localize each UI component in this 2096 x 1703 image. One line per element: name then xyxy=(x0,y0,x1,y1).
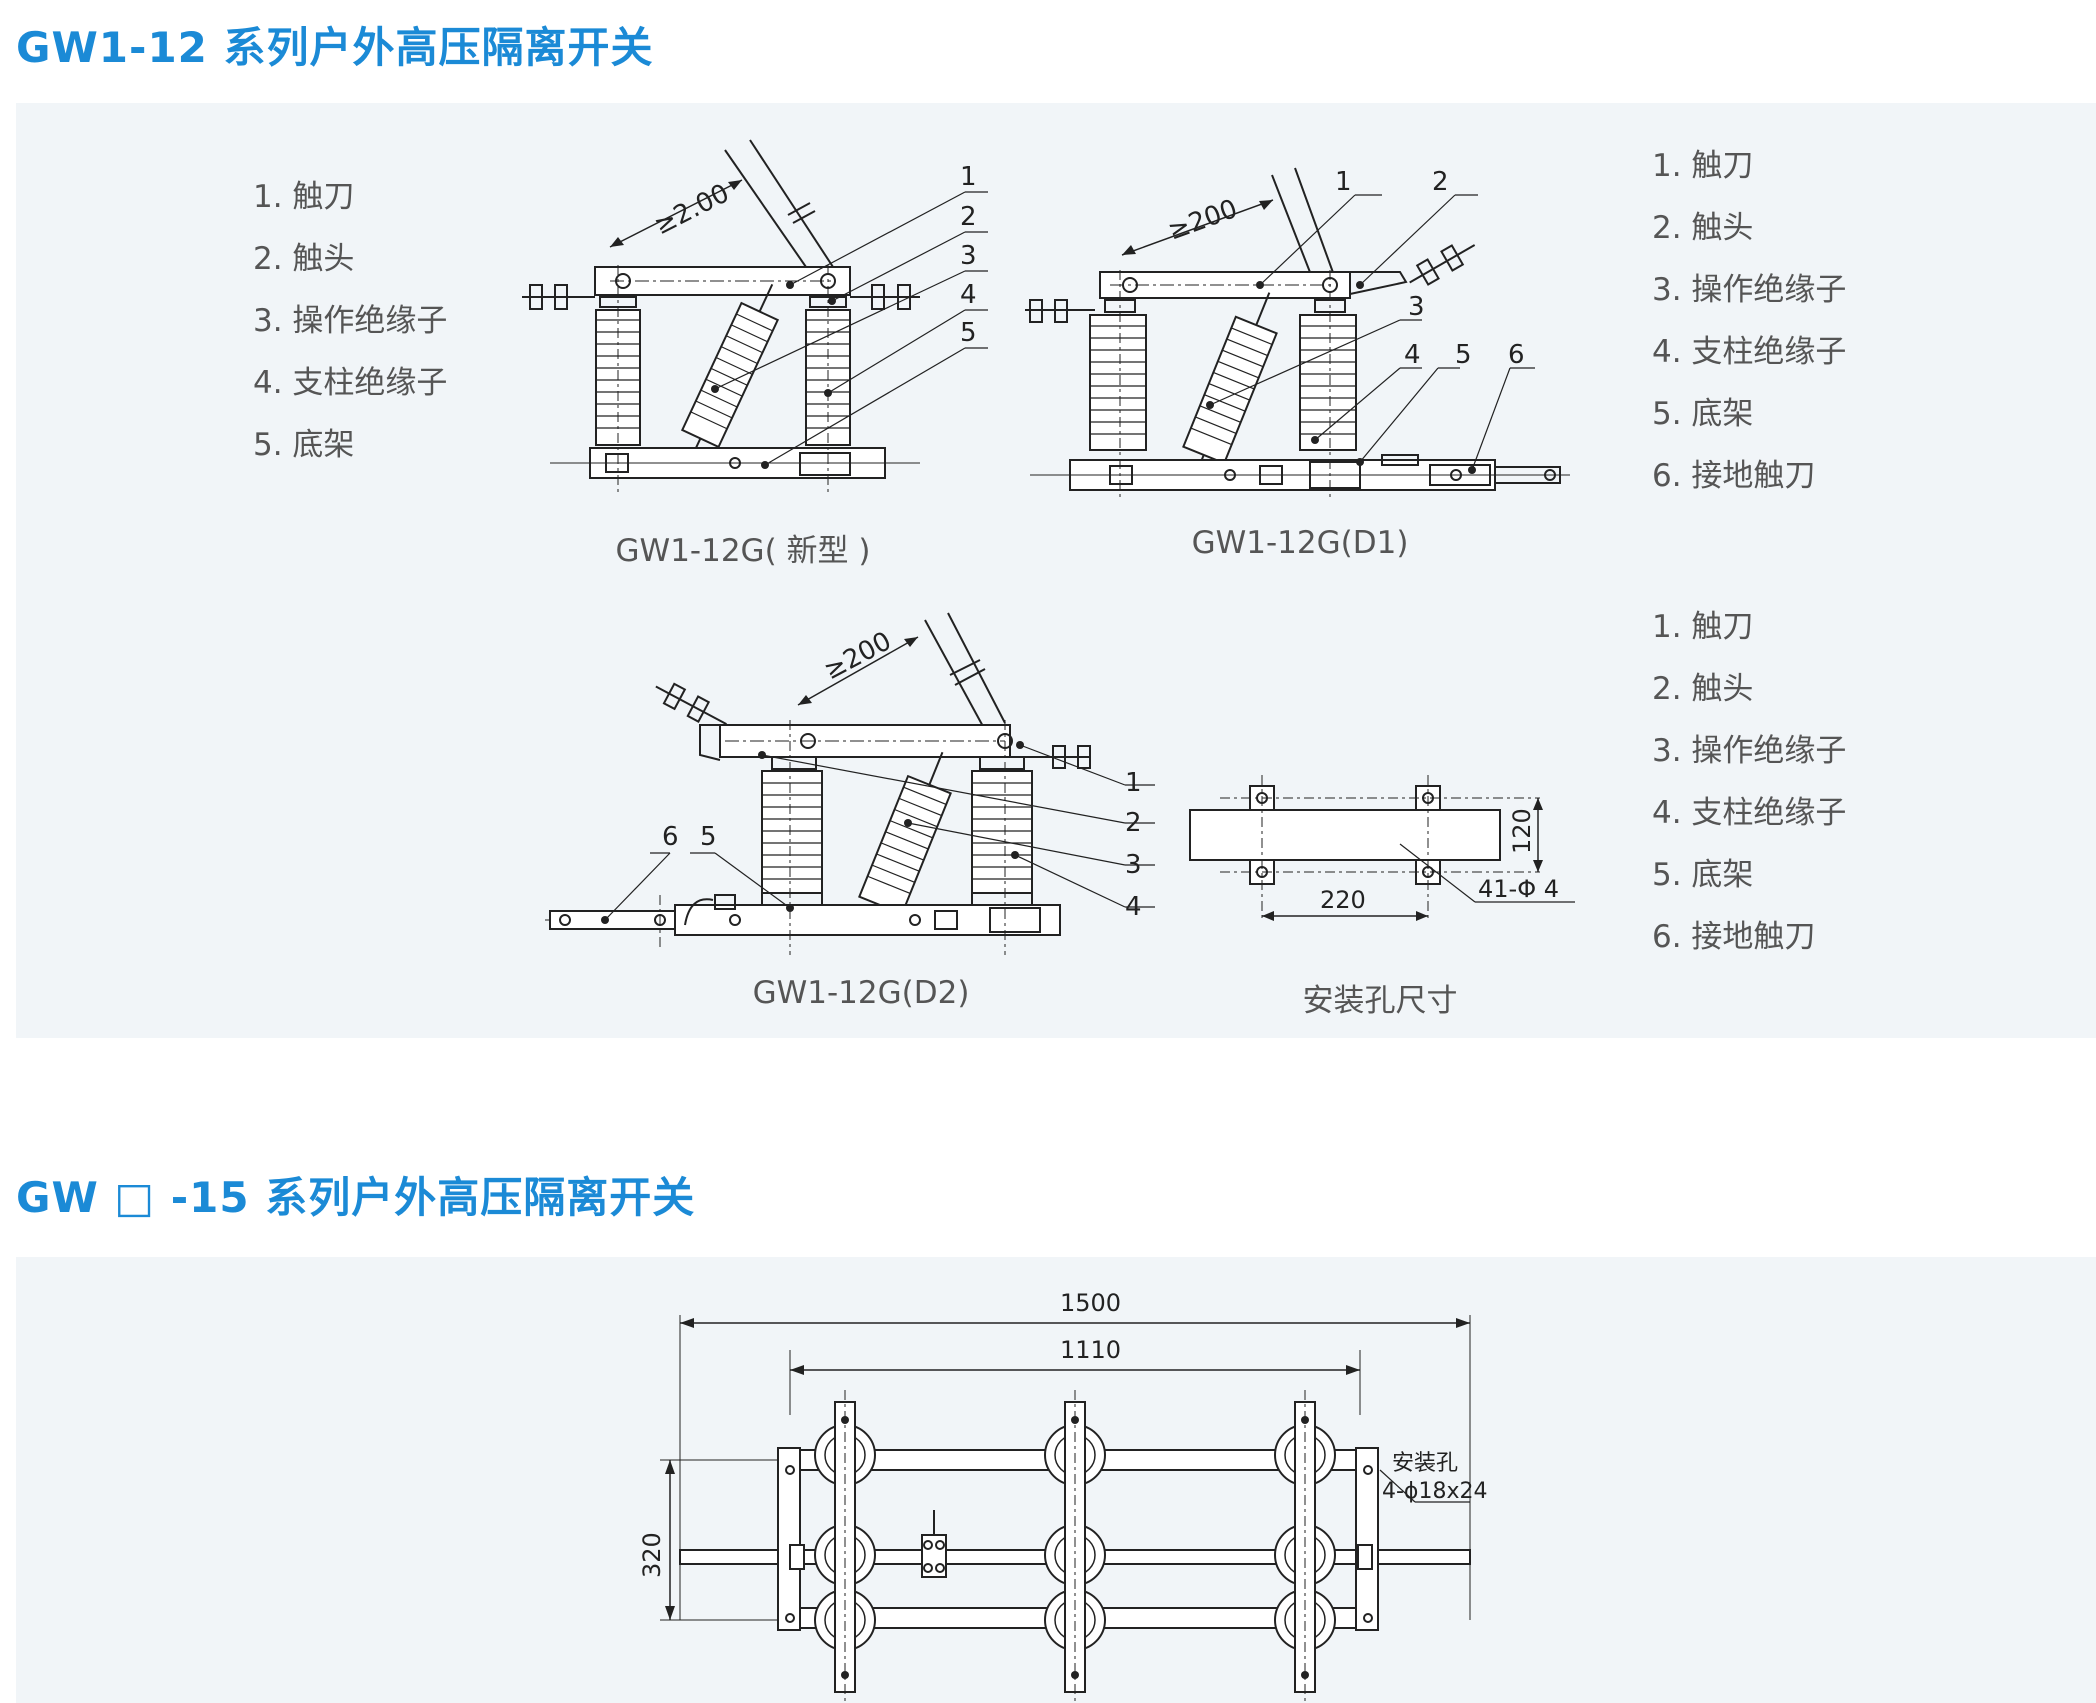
callout-number: 4 xyxy=(1125,892,1142,922)
list-item: 6. 接地触刀 xyxy=(1652,458,1816,494)
list-item: 3. 操作绝缘子 xyxy=(1652,272,1847,308)
section-title-gw-15: GW □ -15 系列户外高压隔离开关 xyxy=(16,1173,696,1222)
mounting-hole-drawing: 120 220 41-Φ 4 xyxy=(1189,775,1575,921)
callout-number: 3 xyxy=(1408,292,1425,322)
callout-number: 2 xyxy=(960,202,977,232)
list-item: 6. 接地触刀 xyxy=(1652,919,1816,955)
list-item: 1. 触刀 xyxy=(1652,148,1754,184)
switch-drawing-new-type: ≥2.00 1 2 3 4 5 xyxy=(522,139,988,495)
callout-number: 5 xyxy=(960,318,977,348)
callout-number: 2 xyxy=(1125,808,1142,838)
dim-width: 320 xyxy=(638,1532,666,1578)
caption-d1: GW1-12G(D1) xyxy=(1191,525,1409,561)
callout-number: 2 xyxy=(1432,167,1449,197)
list-item: 2. 触头 xyxy=(1652,210,1754,246)
list-item: 2. 触头 xyxy=(253,241,355,277)
gw15-top-view-drawing: 1500 1110 320 安装孔 4-ϕ18x24 xyxy=(638,1289,1487,1702)
pole-3-terminal-hole-1 xyxy=(1301,1416,1309,1424)
list-item: 4. 支柱绝缘子 xyxy=(253,365,448,401)
diagram-panel-gw1-12 xyxy=(16,103,2096,1038)
dim-hole-spacing-horizontal: 220 xyxy=(1320,886,1366,914)
switch-drawing-d2: ≥200 1 2 3 4 5 6 xyxy=(545,612,1155,955)
dim-min-distance: ≥200 xyxy=(819,626,896,686)
list-item: 5. 底架 xyxy=(1652,857,1754,893)
pole-1-terminal-hole-2 xyxy=(841,1671,849,1679)
list-item: 1. 触刀 xyxy=(1652,609,1754,645)
dim-min-distance: ≥200 xyxy=(1164,194,1241,247)
pole-2-terminal-hole-1 xyxy=(1071,1416,1079,1424)
callout-number: 5 xyxy=(1455,340,1472,370)
list-item: 5. 底架 xyxy=(1652,396,1754,432)
dim-overall-length: 1500 xyxy=(1060,1289,1121,1317)
mounting-hole-spec: 4-ϕ18x24 xyxy=(1382,1479,1487,1504)
callout-number: 6 xyxy=(1508,340,1525,370)
parts-list-d1: 1. 触刀 2. 触头 3. 操作绝缘子 4. 支柱绝缘子 5. 底架 6. 接… xyxy=(1652,135,1846,507)
dim-hole-spacing-vertical: 120 xyxy=(1508,808,1536,854)
callout-number: 4 xyxy=(960,280,977,310)
dim-inner-length: 1110 xyxy=(1060,1336,1121,1364)
list-item: 1. 触刀 xyxy=(253,179,355,215)
list-item: 3. 操作绝缘子 xyxy=(253,303,448,339)
pole-1-terminal-hole-1 xyxy=(841,1416,849,1424)
dim-min-distance: ≥2.00 xyxy=(650,178,735,241)
callout-number: 1 xyxy=(1125,768,1142,798)
callout-number: 1 xyxy=(1335,167,1352,197)
caption-new-type: GW1-12G( 新型 ) xyxy=(615,533,871,569)
callout-number: 4 xyxy=(1404,340,1421,370)
list-item: 4. 支柱绝缘子 xyxy=(1652,334,1847,370)
list-item: 2. 触头 xyxy=(1652,671,1754,707)
callout-number: 3 xyxy=(1125,850,1142,880)
section-title-gw1-12: GW1-12 系列户外高压隔离开关 xyxy=(16,23,654,72)
callout-number: 5 xyxy=(700,822,717,852)
mounting-hole-label: 安装孔 xyxy=(1392,1451,1458,1476)
caption-d2: GW1-12G(D2) xyxy=(752,975,970,1011)
caption-mounting-holes: 安装孔尺寸 xyxy=(1302,983,1458,1019)
switch-drawing-d1: ≥200 1 2 3 4 5 6 xyxy=(1025,167,1570,500)
parts-list-d2: 1. 触刀 2. 触头 3. 操作绝缘子 4. 支柱绝缘子 5. 底架 6. 接… xyxy=(1652,596,1846,968)
callout-number: 1 xyxy=(960,162,977,192)
callout-number: 3 xyxy=(960,241,977,271)
dim-hole-spec: 41-Φ 4 xyxy=(1478,875,1559,903)
list-item: 3. 操作绝缘子 xyxy=(1652,733,1847,769)
pole-2-terminal-hole-2 xyxy=(1071,1671,1079,1679)
callout-number: 6 xyxy=(662,822,679,852)
parts-list-new-type: 1. 触刀 2. 触头 3. 操作绝缘子 4. 支柱绝缘子 5. 底架 xyxy=(253,166,447,476)
list-item: 5. 底架 xyxy=(253,427,355,463)
list-item: 4. 支柱绝缘子 xyxy=(1652,795,1847,831)
pole-3-terminal-hole-2 xyxy=(1301,1671,1309,1679)
switch-poles xyxy=(814,1390,1336,1702)
